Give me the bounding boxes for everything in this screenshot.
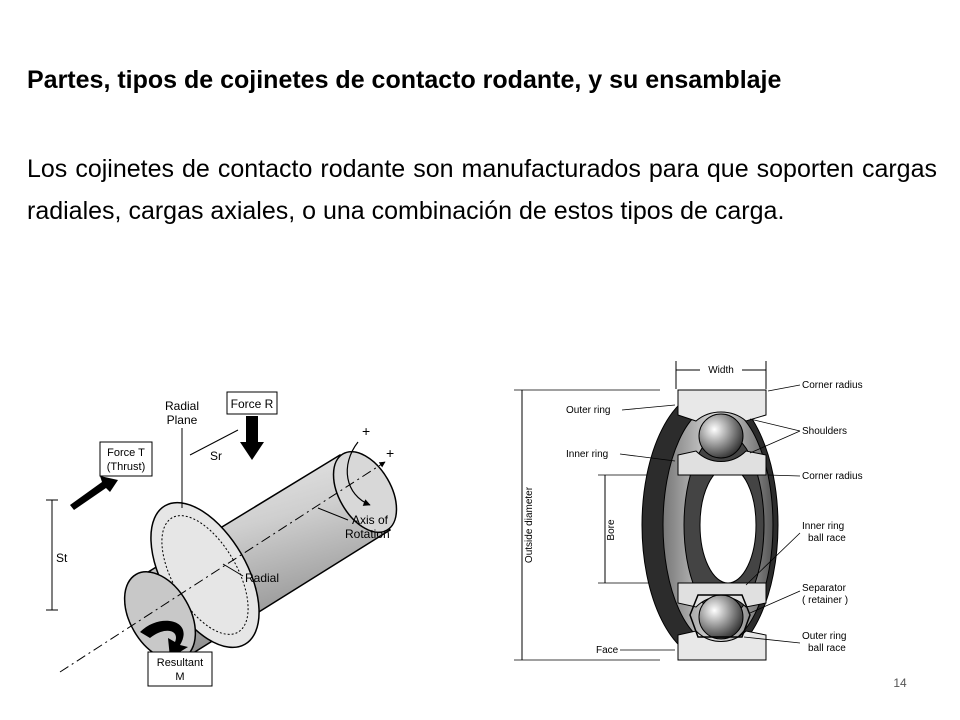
force-t-arrow [70,476,118,510]
moment-arrow-icon [140,620,188,658]
force-t-label-1: Force T [107,447,145,459]
separator-label-2: ( retainer ) [802,595,848,606]
axis-line [59,461,386,673]
resultant-label-2: M [175,671,184,683]
outside-diameter-label: Outside diameter [524,486,535,563]
slide-title: Partes, tipos de cojinetes de contacto r… [27,66,782,94]
corner-radius-mid-label: Corner radius [802,471,863,482]
inner-ring-race-label-2: ball race [808,533,846,544]
resultant-box [147,651,213,687]
outer-ring-label: Outer ring [566,405,610,416]
shaft-load-diagram: Force R Radial Plane Sr Force T (Thrust)… [46,391,398,687]
separator-label-1: Separator [802,583,847,594]
force-r-arrow [240,416,264,460]
face-label: Face [596,645,619,656]
axis-label-2: Rotation [345,527,390,541]
force-t-label-2: (Thrust) [107,461,146,473]
bore-label: Bore [606,519,617,541]
slide-number: 14 [893,676,907,690]
ball-bottom [698,594,744,640]
sr-label: Sr [210,449,222,463]
force-r-box [226,391,278,415]
bearing-body [641,389,779,661]
plus-sign-2: + [386,445,394,461]
shoulders-label: Shoulders [802,426,847,437]
outer-ring-race-label-2: ball race [808,643,846,654]
inner-ring-label: Inner ring [566,449,608,460]
resultant-label-1: Resultant [157,657,203,669]
radial-plane-label-2: Plane [167,413,198,427]
force-r-label: Force R [231,397,274,411]
axis-label-1: Axis of [352,513,389,527]
outer-ring-race-label-1: Outer ring [802,631,846,642]
st-label: St [56,551,68,565]
plus-sign-1: + [362,423,370,439]
inner-ring-race-label-1: Inner ring [802,521,844,532]
ball-bearing-diagram: Width Outside diameter Bore Outer ring I… [514,361,863,661]
sr-dimension [189,429,239,456]
radial-plane-label-1: Radial [165,399,199,413]
force-t-box [99,441,153,477]
corner-radius-top-label: Corner radius [802,380,863,391]
rotation-arrow-icon [346,441,371,506]
ball-top [698,413,744,459]
separator [689,594,751,638]
width-label: Width [708,365,734,376]
slide-body-text: Los cojinetes de contacto rodante son ma… [27,155,937,225]
radial-label: Radial [245,571,279,585]
